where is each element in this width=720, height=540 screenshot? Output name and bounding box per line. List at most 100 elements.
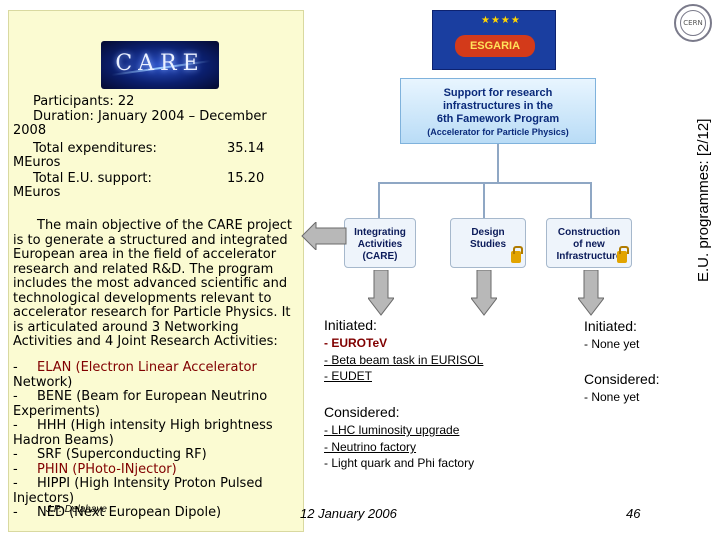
initiated-item-text: - EUDET <box>324 369 372 383</box>
activity-item: Network) <box>13 374 303 391</box>
objective-line: includes the most advanced scientific an… <box>13 276 288 291</box>
activity-text: ELAN (Electron Linear Accelerator <box>37 360 257 375</box>
footer-date: 12 January 2006 <box>300 506 397 521</box>
initiated-item-eurisol: - Beta beam task in EURISOL <box>324 353 483 367</box>
initiated-item-text: - Beta beam task in EURISOL <box>324 353 484 367</box>
activity-dash: - <box>13 418 18 433</box>
activity-dash: - <box>13 447 18 462</box>
box-line: Integrating <box>354 227 406 238</box>
integrating-activities-box: Integrating Activities (CARE) <box>344 218 416 268</box>
activity-item: - HIPPI (High Intensity Proton Pulsed <box>13 476 303 492</box>
activity-item: Experiments) <box>13 403 303 420</box>
support-box: Support for research infrastructures in … <box>400 78 596 144</box>
box-line: (CARE) <box>362 251 398 262</box>
initiated-item-eudet: - EUDET <box>324 369 372 383</box>
activity-text: Network) <box>13 374 73 390</box>
eu-support-value: 15.20 <box>227 171 265 186</box>
down-arrow-icon <box>368 270 394 316</box>
objective-line: accelerator research for Particle Physic… <box>13 305 291 320</box>
activity-text: HIPPI (High Intensity Proton Pulsed <box>37 476 263 491</box>
duration-continued: 2008 <box>13 123 47 138</box>
activity-item: - BENE (Beam for European Neutrino <box>13 389 303 405</box>
activity-text: Experiments) <box>13 403 100 419</box>
duration-label: Duration: <box>33 109 98 124</box>
lock-icon <box>617 246 629 263</box>
activity-item: - ELAN (Electron Linear Accelerator <box>13 360 303 376</box>
box-line: Infrastructure <box>556 251 622 262</box>
middle-considered-heading: Considered: <box>324 404 400 420</box>
care-logo: CARE <box>101 41 219 89</box>
box-line: Construction <box>557 227 621 238</box>
eu-stars-icon: ★★★★ <box>481 15 521 26</box>
tree-branch <box>378 182 592 184</box>
objective-line: European area in the field of accelerato… <box>13 247 277 262</box>
activity-text: BENE (Beam for European Neutrino <box>37 389 268 404</box>
activity-item: - HHH (High intensity High brightness <box>13 418 303 434</box>
box-line: Design <box>471 227 505 238</box>
activity-item: Injectors) <box>13 490 303 507</box>
activity-dash: - <box>13 476 18 491</box>
objective-line: The main objective of the CARE project <box>37 218 293 233</box>
objective-line: is to generate a structured and integrat… <box>13 232 288 248</box>
support-line-2: infrastructures in the <box>442 100 554 112</box>
activity-item: - PHIN (PHoto-INjector) <box>13 461 303 478</box>
care-logo-text: CARE <box>115 51 205 76</box>
activity-dash: - <box>13 505 18 520</box>
right-considered-item: - None yet <box>584 390 640 404</box>
right-initiated-heading: Initiated: <box>584 318 637 334</box>
activity-item: Hadron Beams) <box>13 432 303 449</box>
support-line-1: Support for research <box>443 87 553 99</box>
initiated-item-eurotev: - EUROTeV <box>324 336 388 350</box>
right-considered-heading: Considered: <box>584 371 660 387</box>
footer-author: J.P. Delahaye <box>46 504 107 515</box>
lock-icon <box>511 246 523 263</box>
cern-logo-label: CERN <box>680 10 706 36</box>
activity-item: - SRF (Superconducting RF) <box>13 447 303 463</box>
middle-initiated-heading: Initiated: <box>324 317 377 333</box>
objective-line: technological developments relevant to <box>13 290 272 306</box>
participants-text: Participants: 22 <box>33 94 135 109</box>
slide-title: E.U. programmes: [2/12] <box>695 118 712 282</box>
activity-text: Injectors) <box>13 490 75 506</box>
activity-text: PHIN (PHoto-INjector) <box>37 461 177 477</box>
activity-text: NED (Next European Dipole) <box>37 505 222 520</box>
considered-item-neutrino: - Neutrino factory <box>324 440 416 454</box>
activity-dash: - <box>13 389 18 404</box>
activity-item: - NED (Next European Dipole) <box>13 505 303 521</box>
design-studies-box: Design Studies <box>450 218 526 268</box>
esgaria-logo: ★★★★ ESGARIA <box>432 10 556 70</box>
box-line: of new <box>573 239 605 250</box>
tree-connector <box>378 182 380 218</box>
duration-value: January 2004 – December <box>97 109 267 124</box>
cern-logo-icon: CERN <box>674 4 712 42</box>
support-line-3: 6th Famework Program <box>436 113 560 125</box>
activity-dash: - <box>13 461 18 477</box>
expenditures-unit: MEuros <box>13 155 61 170</box>
activity-text: Hadron Beams) <box>13 432 114 448</box>
expenditures-label: Total expenditures: <box>33 141 157 156</box>
activity-text: SRF (Superconducting RF) <box>37 447 207 462</box>
page-number: 46 <box>626 506 641 521</box>
considered-item-text: - LHC luminosity upgrade <box>324 423 460 437</box>
tree-connector <box>483 182 485 218</box>
tree-connector <box>590 182 592 218</box>
tree-connector <box>497 144 499 182</box>
box-line: Activities <box>357 239 403 250</box>
eu-support-unit: MEuros <box>13 185 61 200</box>
activity-dash: - <box>13 360 18 375</box>
objective-line: Activities and 4 Joint Research Activiti… <box>13 334 278 349</box>
support-line-4: (Accelerator for Particle Physics) <box>427 127 569 137</box>
box-line: Studies <box>469 239 507 250</box>
activity-text: HHH (High intensity High brightness <box>37 418 273 433</box>
construction-box: Construction of new Infrastructure <box>546 218 632 268</box>
considered-item-text: - Neutrino factory <box>324 440 417 454</box>
considered-item-light-quark: - Light quark and Phi factory <box>324 456 475 470</box>
left-arrow-icon <box>301 222 347 250</box>
expenditures-value: 35.14 <box>227 141 265 156</box>
care-description-panel: CARE Participants: 22 Duration: January … <box>8 10 304 532</box>
down-arrow-icon <box>578 270 604 316</box>
eu-support-label: Total E.U. support: <box>33 171 152 186</box>
down-arrow-icon <box>471 270 497 316</box>
